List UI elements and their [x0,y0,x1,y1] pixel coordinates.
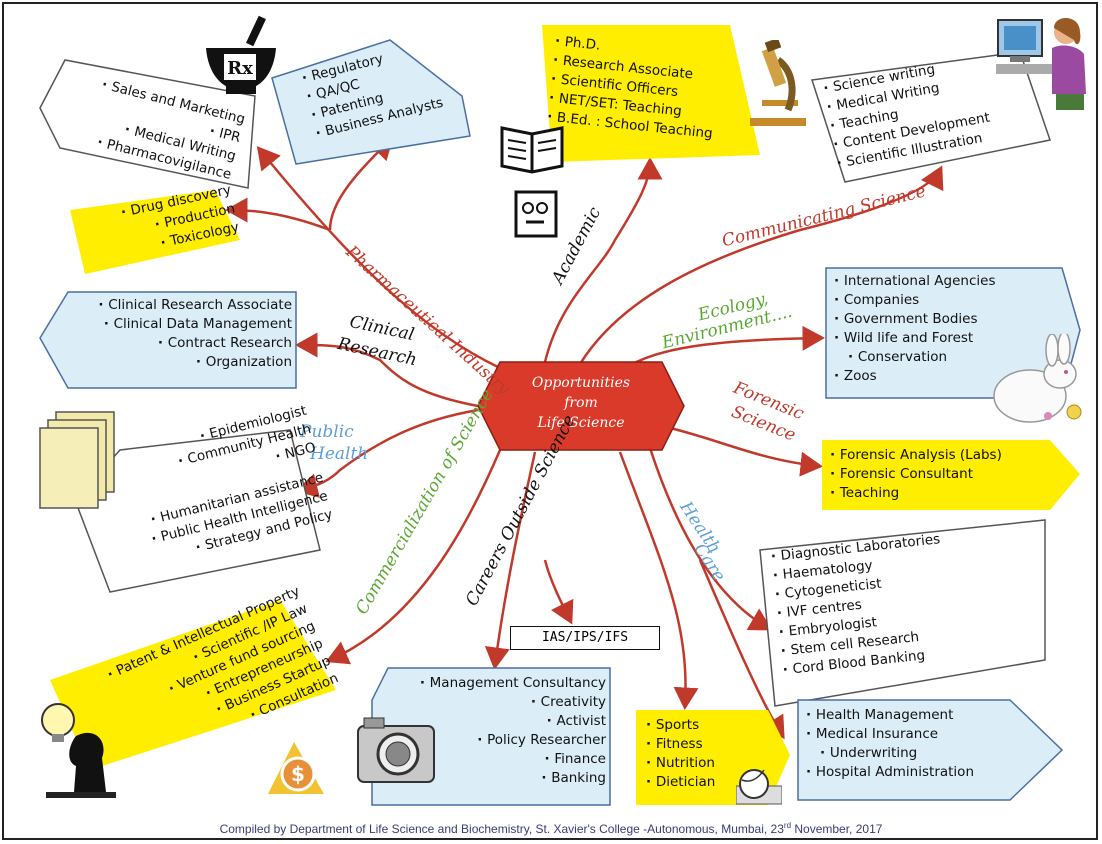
box-sports: Sports Fitness Nutrition Dietician [646,716,756,792]
arrow-pharma-sales [256,146,501,370]
center-label-line1: Opportunities [531,375,631,391]
box-ecology: International Agencies Companies Governm… [834,272,1064,386]
footer-date: November, 2017 [791,822,883,836]
box-academic: Ph.D. Research Associate Scientific Offi… [546,32,745,146]
list-item: Management Consultancy [390,674,606,693]
list-item: Government Bodies [834,310,1064,329]
rx-icon-text: Rx [227,58,253,79]
box-forensic: Forensic Analysis (Labs) Forensic Consul… [830,446,1050,503]
document-stack-icon [39,411,115,509]
list-item: Medical Insurance [806,725,1016,744]
list-item: Nutrition [646,754,756,773]
lightbulb-thinker-icon [41,703,116,798]
list-item: International Agencies [834,272,1064,291]
arrow-commercialization [325,449,502,665]
camera-icon [357,717,435,783]
rx-mortar-icon: Rx [206,15,276,94]
list-item: Sports [646,716,756,735]
arrow-ecology [629,325,825,367]
list-item: Clinical Research Associate [70,296,292,315]
dollar-coin-icon: $ [268,742,324,794]
box-clinical: Clinical Research Associate Clinical Dat… [70,296,292,372]
list-item: Creativity [390,693,606,712]
open-book-reader-icon [500,126,564,238]
center-hexagon [477,361,685,451]
list-item: Companies [834,291,1064,310]
dollar-icon-text: $ [291,762,305,786]
list-item: Activist [390,712,606,731]
arrow-health-mgmt [698,559,785,740]
footer-text: Compiled by Department of Life Science a… [219,822,784,836]
arrows [225,136,944,740]
box-careers: Management Consultancy Creativity Activi… [390,674,606,788]
list-item: Health Management [806,706,1016,725]
list-item-continued: Underwriting [806,744,1016,763]
volleyball-icon [736,769,782,805]
center-label-line3: Life Science [537,415,625,431]
list-item: Dietician [646,773,756,792]
list-item: Forensic Consultant [830,465,1050,484]
center-label: Opportunities from Life Science [478,373,684,433]
arrow-communicating [578,165,944,365]
box-health-care: Diagnostic Laboratories Haematology Cyto… [770,525,1003,680]
list-item: Hospital Administration [806,763,1016,782]
arrow-pharma-drug [225,197,331,232]
list-item-continued: Organization [70,353,292,372]
list-item: Policy Researcher [390,731,606,750]
list-item: Wild life and Forest [834,329,1064,348]
list-item: Finance [390,750,606,769]
list-item: Banking [390,769,606,788]
list-item: Fitness [646,735,756,754]
list-item: Contract Research [70,334,292,353]
list-item: Clinical Data Management [70,315,292,334]
arrow-careers [484,451,537,670]
list-item: Teaching [830,484,1050,503]
center-label-line2: from [564,395,598,411]
branch-label-public-health-2: Health [310,444,369,464]
microscope-icon [750,40,806,126]
computer-user-icon [996,17,1086,110]
arrow-ias [543,559,574,625]
footer-credit: Compiled by Department of Life Science a… [0,821,1102,836]
arrow-health-care [648,447,773,631]
list-item: Zoos [834,367,1064,386]
list-item: Forensic Analysis (Labs) [830,446,1050,465]
arrow-sports [618,451,699,710]
arrow-academic [543,157,663,363]
rabbit-icon [993,334,1082,423]
arrow-forensic [669,426,823,477]
footer-sup: rd [783,821,792,830]
list-item-continued: Conservation [834,348,1064,367]
box-health-mgmt: Health Management Medical Insurance Unde… [806,706,1016,782]
arrow-clinical [295,332,479,408]
branch-label-public-health-1: Public [300,422,354,442]
ias-ips-ifs-label: IAS/IPS/IFS [510,626,660,650]
